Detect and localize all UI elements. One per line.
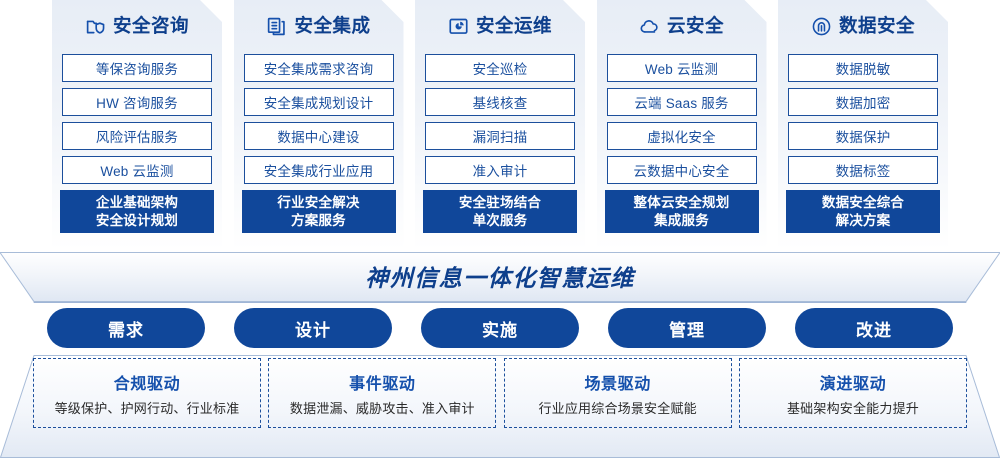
lifecycle-pill-design[interactable]: 设计 xyxy=(234,308,392,348)
column-title: 数据安全 xyxy=(838,14,915,36)
service-item[interactable]: HW 咨询服务 xyxy=(62,88,212,116)
service-column-security-integration[interactable]: 安全集成 安全集成需求咨询 安全集成规划设计 数据中心建设 安全集成行业应用 行… xyxy=(234,0,404,250)
platform-banner: 神州信息一体化智慧运维 xyxy=(0,252,1000,303)
lifecycle-pill-implementation[interactable]: 实施 xyxy=(421,308,579,348)
driver-subtitle: 等级保护、护网行动、行业标准 xyxy=(54,400,240,416)
column-footer-line2: 解决方案 xyxy=(835,212,891,228)
service-item[interactable]: 安全集成需求咨询 xyxy=(244,54,394,82)
documents-stack-icon xyxy=(266,16,287,37)
service-columns: 安全咨询 等保咨询服务 HW 咨询服务 风险评估服务 Web 云监测 企业基础架… xyxy=(0,0,1000,252)
column-header: 安全运维 xyxy=(423,0,577,54)
service-item[interactable]: 数据中心建设 xyxy=(244,122,394,150)
column-header: 安全咨询 xyxy=(60,0,214,54)
monitor-chart-icon xyxy=(448,16,469,37)
service-item[interactable]: 数据脱敏 xyxy=(788,54,938,82)
fingerprint-icon xyxy=(811,16,832,37)
service-item[interactable]: 数据标签 xyxy=(788,156,938,184)
column-item-list: 安全集成需求咨询 安全集成规划设计 数据中心建设 安全集成行业应用 xyxy=(242,54,396,184)
service-item[interactable]: 虚拟化安全 xyxy=(607,122,757,150)
cloud-icon xyxy=(639,16,660,37)
column-title: 安全咨询 xyxy=(112,14,189,36)
lifecycle-pill-management[interactable]: 管理 xyxy=(608,308,766,348)
column-footer-line2: 单次服务 xyxy=(472,212,528,228)
driver-card-compliance[interactable]: 合规驱动 等级保护、护网行动、行业标准 xyxy=(33,358,261,428)
column-item-list: 安全巡检 基线核查 漏洞扫描 准入审计 xyxy=(423,54,577,184)
driver-title: 演进驱动 xyxy=(819,375,887,393)
column-title: 安全运维 xyxy=(475,14,552,36)
service-column-security-operations[interactable]: 安全运维 安全巡检 基线核查 漏洞扫描 准入审计 安全驻场结合 单次服务 xyxy=(415,0,585,250)
column-footer-line2: 方案服务 xyxy=(291,212,346,228)
column-item-list: Web 云监测 云端 Saas 服务 虚拟化安全 云数据中心安全 xyxy=(605,54,759,184)
column-footer-card[interactable]: 整体云安全规划 集成服务 xyxy=(605,190,759,233)
column-footer-line1: 安全驻场结合 xyxy=(458,194,542,210)
driver-title: 场景驱动 xyxy=(584,375,651,393)
driver-subtitle: 基础架构安全能力提升 xyxy=(786,400,919,416)
column-footer-line1: 企业基础架构 xyxy=(95,194,179,210)
column-footer-line2: 安全设计规划 xyxy=(95,212,179,228)
column-header: 云安全 xyxy=(605,0,759,54)
column-footer-line1: 整体云安全规划 xyxy=(633,194,730,210)
driver-title: 事件驱动 xyxy=(349,375,416,393)
platform-banner-title: 神州信息一体化智慧运维 xyxy=(365,265,635,291)
service-item[interactable]: Web 云监测 xyxy=(62,156,212,184)
column-footer-card[interactable]: 安全驻场结合 单次服务 xyxy=(423,190,577,233)
service-item[interactable]: 风险评估服务 xyxy=(62,122,212,150)
column-footer-line1: 行业安全解决 xyxy=(277,194,360,210)
lifecycle-pill-row: 需求 设计 实施 管理 改进 xyxy=(0,308,1000,352)
service-item[interactable]: 安全集成规划设计 xyxy=(244,88,394,116)
folder-shield-icon xyxy=(85,16,106,37)
service-item[interactable]: 安全巡检 xyxy=(425,54,575,82)
column-footer-line1: 数据安全综合 xyxy=(821,194,905,210)
column-item-list: 数据脱敏 数据加密 数据保护 数据标签 xyxy=(786,54,940,184)
service-item[interactable]: 基线核查 xyxy=(425,88,575,116)
column-item-list: 等保咨询服务 HW 咨询服务 风险评估服务 Web 云监测 xyxy=(60,54,214,184)
drivers-row: 合规驱动 等级保护、护网行动、行业标准 事件驱动 数据泄漏、威胁攻击、准入审计 … xyxy=(0,358,1000,440)
service-column-data-security[interactable]: 数据安全 数据脱敏 数据加密 数据保护 数据标签 数据安全综合 解决方案 xyxy=(778,0,948,250)
column-footer-card[interactable]: 企业基础架构 安全设计规划 xyxy=(60,190,214,233)
service-item[interactable]: Web 云监测 xyxy=(607,54,757,82)
service-item[interactable]: 数据保护 xyxy=(788,122,938,150)
column-footer-line2: 集成服务 xyxy=(654,212,709,228)
driver-subtitle: 数据泄漏、威胁攻击、准入审计 xyxy=(289,400,475,416)
column-footer-card[interactable]: 行业安全解决 方案服务 xyxy=(242,190,396,233)
service-column-security-consulting[interactable]: 安全咨询 等保咨询服务 HW 咨询服务 风险评估服务 Web 云监测 企业基础架… xyxy=(52,0,222,250)
lifecycle-pill-requirement[interactable]: 需求 xyxy=(47,308,205,348)
column-title: 安全集成 xyxy=(294,14,371,36)
driver-card-evolution[interactable]: 演进驱动 基础架构安全能力提升 xyxy=(738,358,967,428)
driver-card-scenario[interactable]: 场景驱动 行业应用综合场景安全赋能 xyxy=(503,358,732,428)
driver-card-incident[interactable]: 事件驱动 数据泄漏、威胁攻击、准入审计 xyxy=(268,358,497,428)
service-item[interactable]: 等保咨询服务 xyxy=(62,54,212,82)
service-item[interactable]: 安全集成行业应用 xyxy=(244,156,394,184)
service-item[interactable]: 准入审计 xyxy=(425,156,575,184)
lifecycle-pill-improvement[interactable]: 改进 xyxy=(795,308,953,348)
service-item[interactable]: 云数据中心安全 xyxy=(607,156,757,184)
column-title: 云安全 xyxy=(666,14,724,36)
driver-title: 合规驱动 xyxy=(113,375,181,393)
column-header: 数据安全 xyxy=(786,0,940,54)
service-item[interactable]: 云端 Saas 服务 xyxy=(607,88,757,116)
driver-subtitle: 行业应用综合场景安全赋能 xyxy=(538,400,697,416)
service-item[interactable]: 数据加密 xyxy=(788,88,938,116)
service-column-cloud-security[interactable]: 云安全 Web 云监测 云端 Saas 服务 虚拟化安全 云数据中心安全 整体云… xyxy=(597,0,767,250)
service-item[interactable]: 漏洞扫描 xyxy=(425,122,575,150)
column-footer-card[interactable]: 数据安全综合 解决方案 xyxy=(786,190,940,233)
column-header: 安全集成 xyxy=(242,0,396,54)
